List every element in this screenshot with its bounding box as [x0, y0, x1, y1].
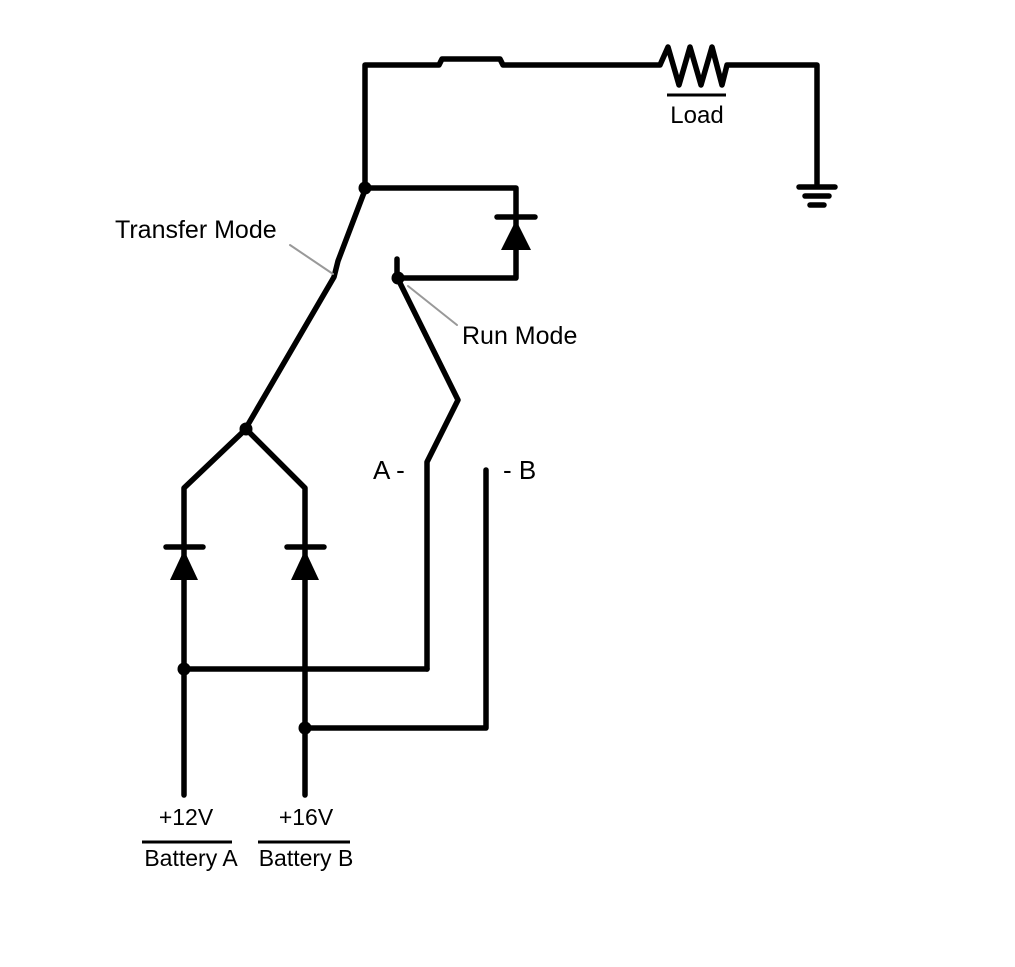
junction-dot-battery-y — [239, 422, 253, 436]
junction-dot-top — [358, 181, 372, 195]
battery-b-name-label: Battery B — [259, 845, 354, 871]
diode-battery-b — [284, 544, 327, 580]
run-mode-arm — [395, 276, 461, 672]
diode-top-triangle — [501, 220, 531, 250]
run-mode-label: Run Mode — [462, 322, 577, 350]
wire-top-loop — [362, 44, 820, 192]
wires — [181, 44, 820, 798]
junction-dot-run-mode-pole — [391, 271, 405, 285]
terminal-b-label: - B — [503, 455, 536, 485]
diode-battery-b-triangle — [291, 550, 319, 580]
battery-a-leg — [181, 426, 249, 798]
wire-battery-b-return — [302, 467, 489, 731]
transfer-mode-label: Transfer Mode — [115, 216, 277, 244]
junction-dot-battery-a-return — [177, 662, 191, 676]
terminal-a-label: A - — [373, 455, 405, 485]
run-mode-pointer-line — [407, 285, 458, 326]
transfer-mode-arm — [243, 187, 368, 431]
battery-b-voltage-label: +16V — [279, 804, 334, 830]
diode-battery-a-triangle — [170, 550, 198, 580]
wire-diode-branch — [362, 185, 519, 281]
battery-a-name-label: Battery A — [144, 845, 238, 871]
pointer-lines — [289, 244, 458, 326]
battery-a-voltage-label: +12V — [159, 804, 214, 830]
diode-battery-a — [163, 544, 206, 580]
load-label: Load — [670, 102, 723, 129]
battery-b-leg — [243, 426, 308, 798]
diode-top — [494, 214, 538, 250]
ground-icon — [796, 184, 838, 208]
transfer-mode-pointer-line — [289, 244, 334, 275]
junction-dot-battery-b-return — [298, 721, 312, 735]
junction-dots — [177, 181, 405, 735]
